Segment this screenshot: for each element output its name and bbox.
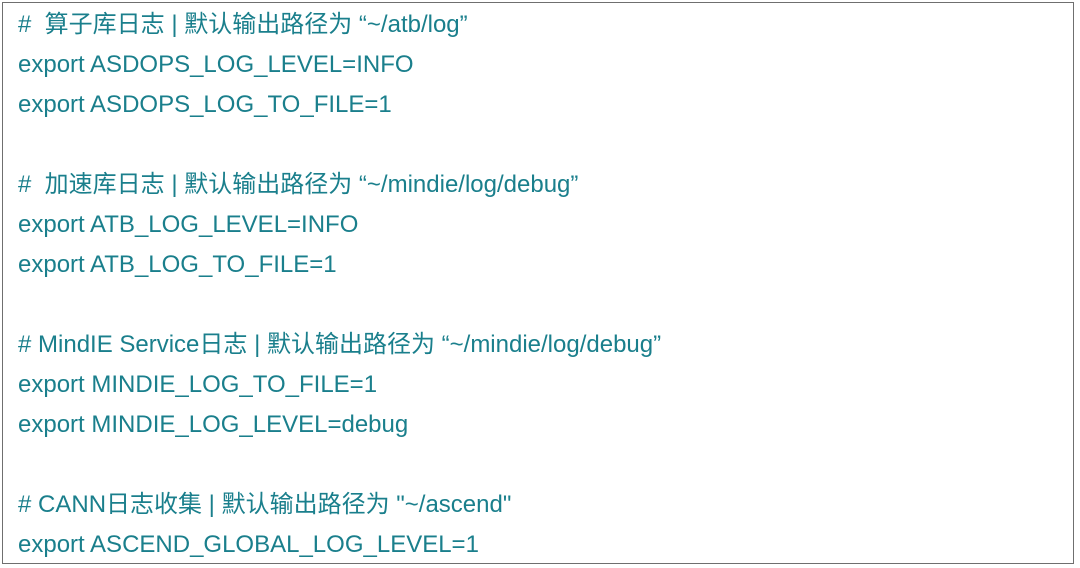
code-line: export ASDOPS_LOG_TO_FILE=1 bbox=[18, 91, 392, 118]
code-line: export ASCEND_GLOBAL_LOG_LEVEL=1 bbox=[18, 531, 479, 558]
comment-line: # CANN日志收集 | 默认输出路径为 "~/ascend" bbox=[18, 491, 512, 518]
code-line: export ASDOPS_LOG_LEVEL=INFO bbox=[18, 51, 414, 78]
code-line: export MINDIE_LOG_LEVEL=debug bbox=[18, 411, 409, 438]
code-line: export ATB_LOG_LEVEL=INFO bbox=[18, 211, 359, 238]
comment-line: # 加速库日志 | 默认输出路径为 “~/mindie/log/debug” bbox=[18, 171, 579, 198]
comment-line: # 算子库日志 | 默认输出路径为 “~/atb/log” bbox=[18, 11, 468, 38]
code-line: export MINDIE_LOG_TO_FILE=1 bbox=[18, 371, 378, 398]
code-line: export ATB_LOG_TO_FILE=1 bbox=[18, 251, 337, 278]
comment-line: # MindIE Service日志 | 默认输出路径为 “~/mindie/l… bbox=[18, 331, 662, 358]
